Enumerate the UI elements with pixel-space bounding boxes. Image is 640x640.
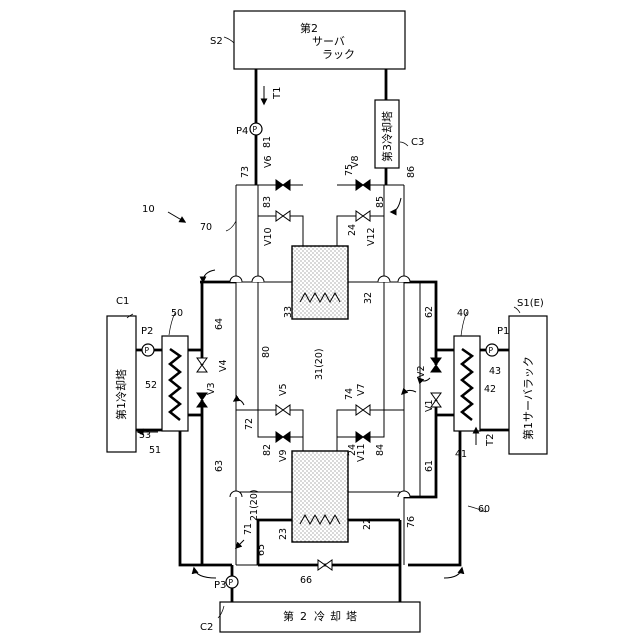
pump-p3: P [226, 576, 238, 588]
label-86: 86 [406, 166, 417, 178]
label-64: 64 [214, 318, 225, 330]
label-85: 85 [375, 196, 386, 208]
label-v9: V9 [278, 449, 289, 462]
label-v7: V7 [356, 383, 367, 396]
svg-text:P: P [253, 125, 258, 134]
label-s2: S2 [210, 36, 223, 47]
valve-v2 [431, 358, 441, 372]
label-83: 83 [262, 196, 273, 208]
label-31-20: 31(20) [314, 348, 325, 380]
valve-v8 [356, 180, 370, 190]
valve-v5 [276, 405, 290, 415]
third-cooling-tower: 第3冷却塔 [375, 100, 399, 168]
valve-66 [318, 560, 332, 570]
label-10: 10 [142, 204, 155, 215]
s1-text: 第1サーバラック [521, 356, 535, 440]
label-21-20: 21(20) [249, 489, 260, 521]
label-t1: T1 [272, 87, 283, 100]
label-66: 66 [300, 575, 312, 586]
label-42: 42 [484, 384, 496, 395]
s2-text-1: 第2 [300, 21, 318, 35]
pump-p1: P [486, 344, 498, 356]
first-server-rack: 第1サーバラック [509, 316, 547, 454]
label-40: 40 [457, 308, 469, 319]
label-v2: V2 [416, 365, 427, 378]
label-v3: V3 [206, 382, 217, 395]
label-52: 52 [145, 380, 157, 391]
label-50: 50 [171, 308, 183, 319]
c2-text-4: 却 [330, 610, 341, 623]
c1-text: 第1冷却塔 [114, 369, 128, 420]
label-v5: V5 [278, 383, 289, 396]
pump-p4: P [250, 123, 262, 135]
pump-p2: P [142, 344, 154, 356]
valve-v9 [276, 432, 290, 442]
label-s1: S1(E) [517, 298, 544, 309]
label-61: 61 [424, 460, 435, 472]
label-24-lower: 24 [347, 444, 358, 456]
second-cooling-tower: 第 2 冷 却 塔 [220, 602, 420, 632]
label-p2: P2 [141, 326, 153, 337]
label-72: 72 [244, 418, 255, 430]
c2-text-5: 塔 [346, 610, 357, 623]
label-76: 76 [406, 516, 417, 528]
label-33: 33 [283, 306, 294, 318]
label-43: 43 [489, 366, 501, 377]
label-81: 81 [262, 136, 273, 148]
label-p3: P3 [214, 580, 226, 591]
c2-text-3: 冷 [314, 610, 325, 623]
label-v12: V12 [366, 227, 377, 246]
label-c2: C2 [200, 622, 213, 633]
label-p4: P4 [236, 126, 248, 137]
s2-text-3: ラック [322, 48, 355, 61]
label-65: 65 [256, 544, 267, 556]
label-71: 71 [243, 523, 254, 535]
label-t2: T2 [485, 434, 496, 447]
first-cooling-tower: 第1冷却塔 [107, 316, 136, 452]
valve-v4 [197, 358, 207, 372]
label-32: 32 [363, 292, 374, 304]
label-51: 51 [149, 445, 161, 456]
label-v10: V10 [263, 227, 274, 246]
label-v1: V1 [424, 399, 435, 412]
label-v4: V4 [218, 359, 229, 372]
label-p1: P1 [497, 326, 509, 337]
label-23: 23 [278, 528, 289, 540]
valve-v12 [356, 211, 370, 221]
label-75: 75 [344, 164, 355, 176]
label-80: 80 [261, 346, 272, 358]
valve-v11 [356, 432, 370, 442]
second-server-rack: 第2 サーバ ラック [234, 11, 405, 69]
heat-exchanger-40 [454, 336, 480, 431]
label-73: 73 [240, 166, 251, 178]
valve-v7 [356, 405, 370, 415]
label-84: 84 [375, 444, 386, 456]
label-c1: C1 [116, 296, 129, 307]
label-24-upper: 24 [347, 224, 358, 236]
c3-text: 第3冷却塔 [380, 111, 394, 162]
label-v6: V6 [263, 155, 274, 168]
storage-tank-21 [292, 451, 348, 542]
s2-text-2: サーバ [312, 35, 345, 48]
label-53: 53 [139, 430, 151, 441]
svg-text:P: P [145, 346, 150, 355]
label-74: 74 [344, 388, 355, 400]
label-22: 22 [362, 518, 373, 530]
valve-v10 [276, 211, 290, 221]
c2-text-2: 2 [300, 610, 307, 623]
label-62: 62 [424, 306, 435, 318]
svg-text:P: P [229, 578, 234, 587]
storage-tank-31 [292, 246, 348, 319]
label-c3: C3 [411, 137, 424, 148]
svg-text:P: P [489, 346, 494, 355]
heat-exchanger-50 [162, 336, 188, 431]
label-41: 41 [455, 449, 467, 460]
c2-text-1: 第 [283, 609, 294, 623]
label-82: 82 [262, 444, 273, 456]
label-70: 70 [200, 222, 212, 233]
label-63: 63 [214, 460, 225, 472]
label-60: 60 [478, 504, 490, 515]
valve-v6 [276, 180, 290, 190]
